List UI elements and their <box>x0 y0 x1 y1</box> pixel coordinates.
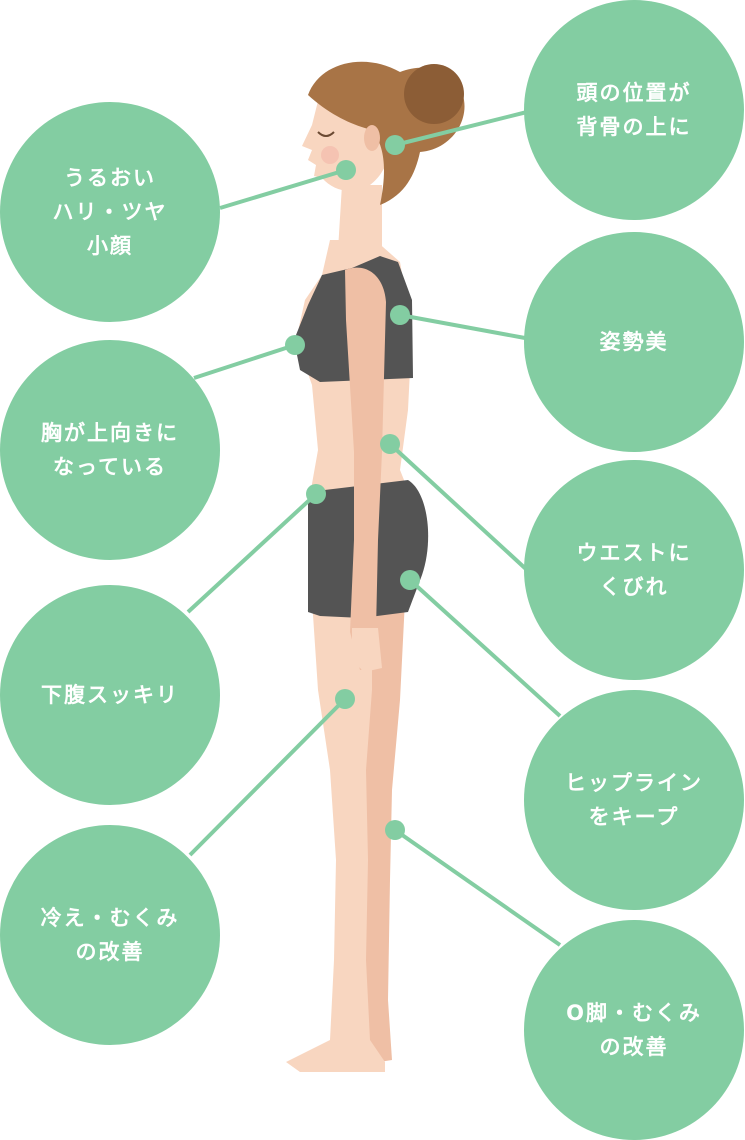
benefit-line: O脚・むくみ <box>566 1000 702 1025</box>
benefit-line: 胸が上向きに <box>41 420 179 445</box>
benefit-line: の改善 <box>75 940 145 964</box>
connector-dots <box>285 135 420 840</box>
benefit-line: 姿勢美 <box>599 329 669 354</box>
benefit-line: ハリ・ツヤ <box>52 199 168 224</box>
benefit-label: 冷え・むくみ の改善 <box>41 901 180 969</box>
connector-line-cold <box>188 697 347 857</box>
connector-line-hip <box>408 578 562 718</box>
benefit-label: 頭の位置が 背骨の上に <box>577 76 692 144</box>
benefit-line: 下腹スッキリ <box>41 682 179 707</box>
connector-lines <box>186 110 562 947</box>
benefit-label: 姿勢美 <box>600 325 669 359</box>
connector-line-abdomen <box>186 492 318 614</box>
benefit-line: ウエストに <box>576 540 692 565</box>
hand <box>352 628 382 672</box>
benefit-bubble-legs: O脚・むくみ の改善 <box>524 920 744 1140</box>
connector-dot-face <box>336 160 356 180</box>
benefit-line: ヒップライン <box>565 770 703 795</box>
benefit-bubble-waist: ウエストに くびれ <box>524 460 744 680</box>
benefit-line: 冷え・むくみ <box>40 905 180 930</box>
connector-line-posture <box>399 313 526 340</box>
closed-eye <box>317 131 335 137</box>
benefit-bubble-hip: ヒップライン をキープ <box>524 690 744 910</box>
connector-dot-bust <box>285 335 305 355</box>
benefit-bubble-head: 頭の位置が 背骨の上に <box>524 0 744 220</box>
benefit-label: うるおい ハリ・ツヤ 小顔 <box>53 161 168 263</box>
benefit-line: 小顔 <box>87 234 133 258</box>
connector-dot-abdomen <box>306 484 326 504</box>
benefit-label: 下腹スッキリ <box>41 678 179 712</box>
benefit-line: 背骨の上に <box>576 115 692 139</box>
benefit-label: ウエストに くびれ <box>577 536 692 604</box>
connector-line-face <box>219 168 347 210</box>
neck <box>338 185 382 250</box>
hair-bun <box>404 64 464 124</box>
benefit-label: O脚・むくみ の改善 <box>566 996 702 1064</box>
standing-woman-illustration <box>286 61 465 1072</box>
connector-dot-posture <box>390 305 410 325</box>
connector-line-waist <box>388 442 529 572</box>
connector-dot-legs <box>385 820 405 840</box>
connector-dot-waist <box>380 434 400 454</box>
benefit-line: うるおい <box>64 165 156 190</box>
connector-dot-head <box>385 135 405 155</box>
benefit-bubble-face: うるおい ハリ・ツヤ 小顔 <box>0 102 220 322</box>
benefit-bubble-posture: 姿勢美 <box>524 232 744 452</box>
benefit-line: なっている <box>53 455 167 479</box>
benefit-label: 胸が上向きに なっている <box>41 416 179 484</box>
cheek-blush <box>321 146 339 164</box>
benefit-bubble-cold: 冷え・むくみ の改善 <box>0 825 220 1045</box>
connector-line-head <box>394 110 528 147</box>
benefit-label: ヒップライン をキープ <box>565 766 703 834</box>
benefit-line: くびれ <box>599 575 669 599</box>
benefit-bubble-bust: 胸が上向きに なっている <box>0 340 220 560</box>
connector-dot-hip <box>400 570 420 590</box>
front-leg <box>286 600 385 1072</box>
connector-dot-cold <box>335 689 355 709</box>
benefit-line: をキープ <box>588 805 680 829</box>
connector-line-legs <box>393 828 562 947</box>
benefit-line: 頭の位置が <box>576 80 692 105</box>
ear <box>364 125 380 151</box>
arm <box>345 267 386 670</box>
benefit-bubble-abdomen: 下腹スッキリ <box>0 585 220 805</box>
connector-line-bust <box>193 343 296 380</box>
benefit-line: の改善 <box>599 1035 669 1059</box>
